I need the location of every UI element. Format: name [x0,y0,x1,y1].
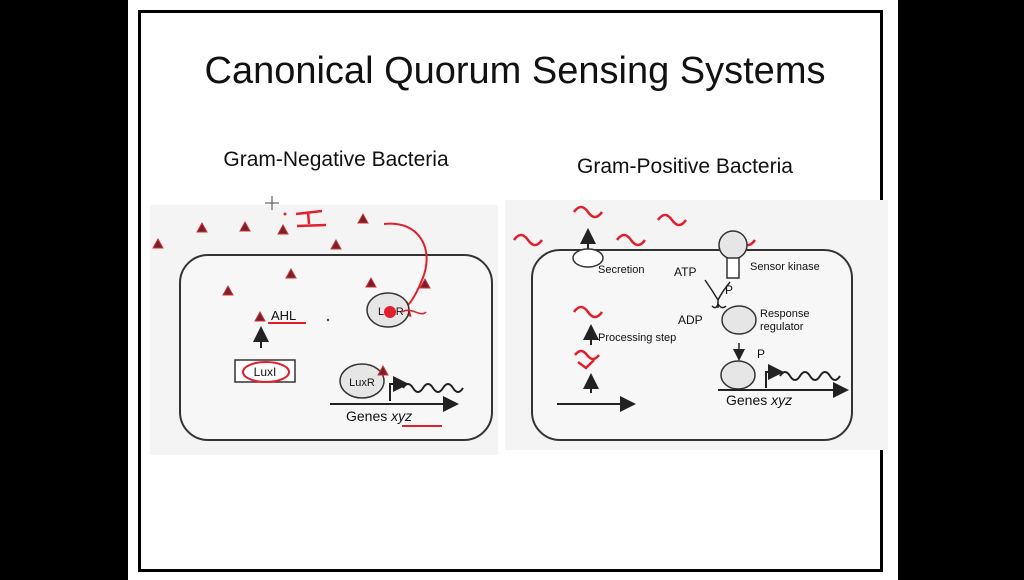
sensor-kinase-head [718,230,748,260]
adp-label: ADP [678,313,703,327]
ahl-molecule [196,221,208,233]
response-regulator-label-line1: Response [760,308,810,320]
annotation-dot [283,212,287,216]
mrna-wave [402,383,464,393]
ahl-molecule [254,310,266,322]
target-promoter-arrow [765,364,784,388]
phosphorylated-regulator [720,360,756,390]
ahl-molecule [277,223,289,235]
bound-ahl-annotation [384,306,396,318]
gram-negative-cell [179,254,493,441]
target-genes-label: Genes xyz [726,392,792,408]
annotation-dot [326,318,330,322]
response-regulator [721,305,757,335]
peptide-squiggle [656,213,688,227]
ahl-molecule [330,238,342,250]
ahl-molecule [419,277,431,289]
handwritten-i-annotation [295,209,327,228]
target-mrna-wave [779,371,841,381]
ahl-label: AHL [271,308,296,323]
ahl-molecule [152,237,164,249]
promoter-arrow [389,376,409,401]
peptide-squiggle [615,233,647,247]
atp-label: ATP [674,265,696,279]
peptide-squiggle [512,233,544,247]
phosphate-top-label: P [725,283,733,297]
gram-positive-cell [531,249,853,441]
peptide-squiggle [572,205,604,219]
pointer-crosshair-icon [265,196,279,210]
ahl-molecule [222,284,234,296]
gram-positive-heading: Gram-Positive Bacteria [577,155,793,178]
precursor-peptide-squiggle [574,349,600,370]
sensor-kinase-label: Sensor kinase [750,261,820,273]
ahl-molecule [285,267,297,279]
luxi-label: LuxI [254,365,277,379]
processing-step-label: Processing step [598,332,676,344]
ahl-signal-molecules [152,212,431,322]
ahl-bound-molecule [377,364,389,376]
response-regulator-label-line2: regulator [760,321,804,333]
annotation-squiggle [401,309,427,315]
luxi-circle-annotation [242,361,290,383]
slide-title: Canonical Quorum Sensing Systems [204,50,826,92]
luxr-promoter-label: LuxR [349,377,375,389]
phospho-transfer-mark [711,302,727,309]
luxr-promoter-bound [339,363,385,399]
sensor-kinase-stem [726,257,740,279]
gram-positive-panel: Secretion Processing step Sensor kinase … [505,200,888,450]
gram-negative-heading: Gram-Negative Bacteria [223,148,449,171]
ahl-molecule [357,212,369,224]
gram-negative-panel: AHL LuxI LuxR LuxR Genes xyz [150,196,498,455]
peptide-squiggle [572,305,604,319]
phosphate-bottom-label: P [757,347,765,361]
ahl-molecule [365,276,377,288]
secretion-label: Secretion [598,264,644,276]
secretion-transporter [572,248,604,268]
ahl-molecule [239,220,251,232]
genes-label: Genes xyz [346,408,412,424]
